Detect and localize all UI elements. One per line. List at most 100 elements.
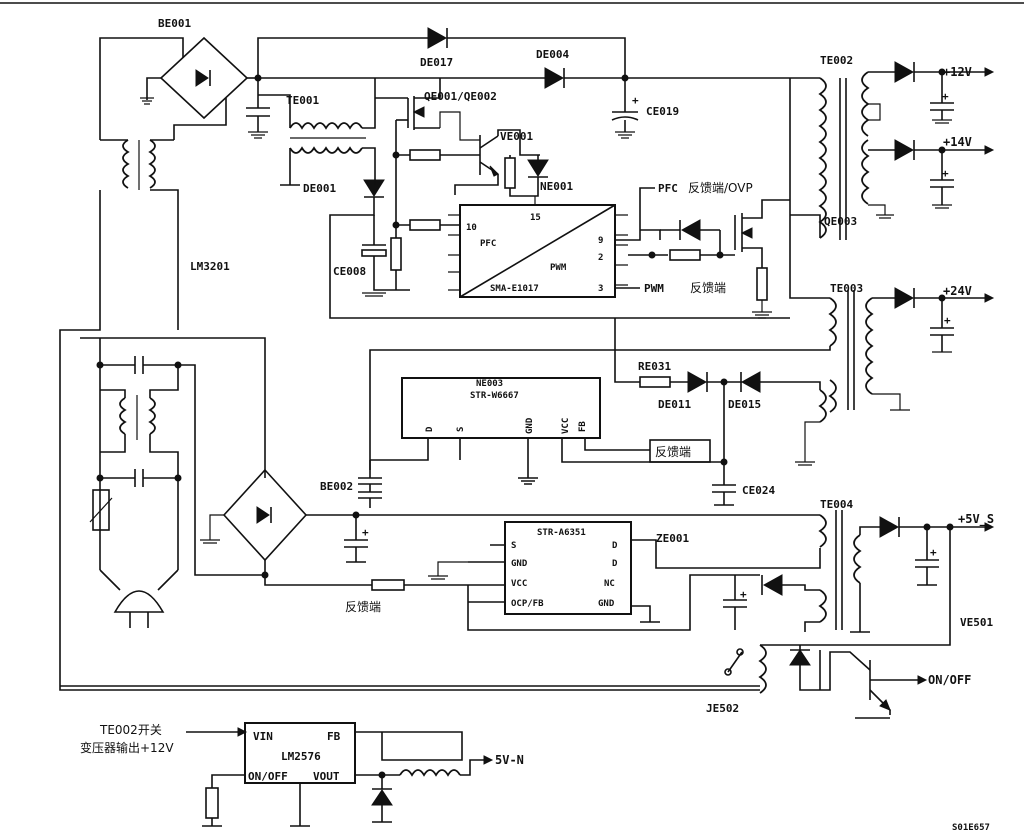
transformer-te002	[818, 71, 870, 240]
diode-de004	[544, 67, 565, 89]
ne001-label: NE001	[540, 180, 573, 193]
svg-text:+: +	[942, 90, 949, 103]
ne001-pin10: 10	[466, 223, 477, 233]
ze001-pin-nc: NC	[604, 579, 615, 589]
capacitor-ce024	[712, 462, 736, 506]
capacitor-ce008	[361, 215, 410, 297]
resistor-feedback	[669, 249, 701, 261]
ze001-pin-s: S	[511, 541, 516, 551]
svg-text:+: +	[942, 167, 949, 180]
be001-label: BE001	[158, 17, 191, 30]
diode-de017	[427, 27, 448, 49]
resistor-vcc	[371, 579, 405, 591]
te004-label: TE004	[820, 498, 853, 511]
resistor-re031	[639, 376, 671, 388]
thermistor	[92, 489, 110, 531]
diode-14v	[894, 139, 915, 161]
svg-text:+: +	[740, 588, 747, 601]
svg-text:+: +	[362, 526, 369, 539]
ne001-pin9: 9	[598, 236, 603, 246]
feedback-ovp-note: 反馈端/OVP	[688, 181, 753, 195]
ne003-pin-gnd: GND	[525, 417, 535, 434]
ic-ze001	[504, 521, 632, 615]
de017-label: DE017	[420, 56, 453, 69]
ce019-label: CE019	[646, 105, 679, 118]
ne003-pin-d: D	[425, 426, 435, 432]
ne001-pfc-label: PFC	[480, 239, 496, 249]
lm2576-vin: VIN	[253, 730, 273, 743]
diode-24v	[894, 287, 915, 309]
ne001-pin2: 2	[598, 253, 603, 263]
output-14v: +14V	[943, 135, 972, 149]
mosfet-qe003	[716, 199, 790, 268]
ce008-label: CE008	[333, 265, 366, 278]
qe001-label: QE001/QE002	[424, 90, 497, 103]
pfc-inductor-te001	[289, 122, 366, 154]
de011-label: DE011	[658, 398, 691, 411]
svg-text:+: +	[930, 546, 937, 559]
diode-freewheel	[371, 775, 393, 823]
te002-note-1: TE002开关	[99, 723, 162, 737]
ne001-pin3: 3	[598, 284, 603, 294]
ic-lm2576	[244, 722, 356, 784]
ne001-pin15: 15	[530, 213, 541, 223]
ze001-pin-gnd: GND	[511, 559, 528, 569]
output-5vs: +5V_S	[958, 512, 994, 527]
diode-12v	[894, 61, 915, 83]
output-5vn: 5V-N	[495, 753, 524, 767]
te003-label: TE003	[830, 282, 863, 295]
feedback-note-1: 反馈端	[690, 281, 726, 295]
ze001-pin-gnd2: GND	[598, 599, 615, 609]
transformer-te003	[828, 290, 874, 413]
opto-diode	[660, 219, 720, 241]
ve501-label: VE501	[960, 616, 993, 629]
diode-ve001-clamp	[527, 159, 549, 178]
lm2576-part: LM2576	[281, 750, 321, 763]
output-12v: +12V	[943, 65, 972, 79]
ne003-pin-vcc: VCC	[561, 418, 571, 434]
resistor-onoff	[205, 787, 219, 819]
ze001-part: STR-A6351	[537, 528, 586, 538]
te002-label: TE002	[820, 54, 853, 67]
pfc-out-label: PFC	[658, 182, 678, 195]
lm2576-vout: VOUT	[313, 770, 340, 783]
ne003-pin-fb: FB	[578, 421, 588, 432]
diode-5vs	[879, 516, 900, 538]
diode-de011	[687, 371, 708, 393]
feedback-box	[649, 439, 711, 463]
de001-label: DE001	[303, 182, 336, 195]
diode-aux	[761, 574, 783, 596]
transistor-ve501	[820, 651, 918, 719]
de015-label: DE015	[728, 398, 761, 411]
mosfet-qe001-qe002	[375, 78, 441, 130]
lm2576-onoff: ON/OFF	[248, 770, 288, 783]
common-mode-choke	[119, 395, 156, 440]
ic-ne001	[448, 196, 628, 298]
pwm-out-label: PWM	[644, 282, 664, 295]
resistor-qe003	[756, 267, 768, 301]
svg-text:+: +	[944, 314, 951, 327]
capacitor-input	[246, 78, 270, 139]
ze001-pin-vcc: VCC	[511, 579, 527, 589]
resistor-ce008	[390, 237, 402, 271]
be002-label: BE002	[320, 480, 353, 493]
resistor-pin10	[409, 219, 441, 231]
svg-text:+: +	[632, 94, 639, 107]
bridge-rectifier-be001	[159, 36, 249, 120]
ze001-pin-d1: D	[612, 541, 618, 551]
ze001-pin-d2: D	[612, 559, 618, 569]
ne001-pwm-label: PWM	[550, 263, 567, 273]
ze001-pin-ocp: OCP/FB	[511, 599, 544, 609]
te001-label: TE001	[286, 94, 319, 107]
diode-de015	[740, 371, 761, 393]
feedback-note-2: 反馈端	[655, 445, 691, 459]
transformer-te004	[818, 510, 862, 630]
ac-plug	[99, 569, 179, 628]
resistor-gate	[409, 149, 441, 161]
bridge-rectifier-be002	[222, 468, 308, 562]
ne003-label: NE003	[476, 379, 503, 389]
te002-note-2: 变压器输出+12V	[80, 740, 174, 755]
ze001-label: ZE001	[656, 532, 689, 545]
diode-de001	[363, 179, 385, 198]
